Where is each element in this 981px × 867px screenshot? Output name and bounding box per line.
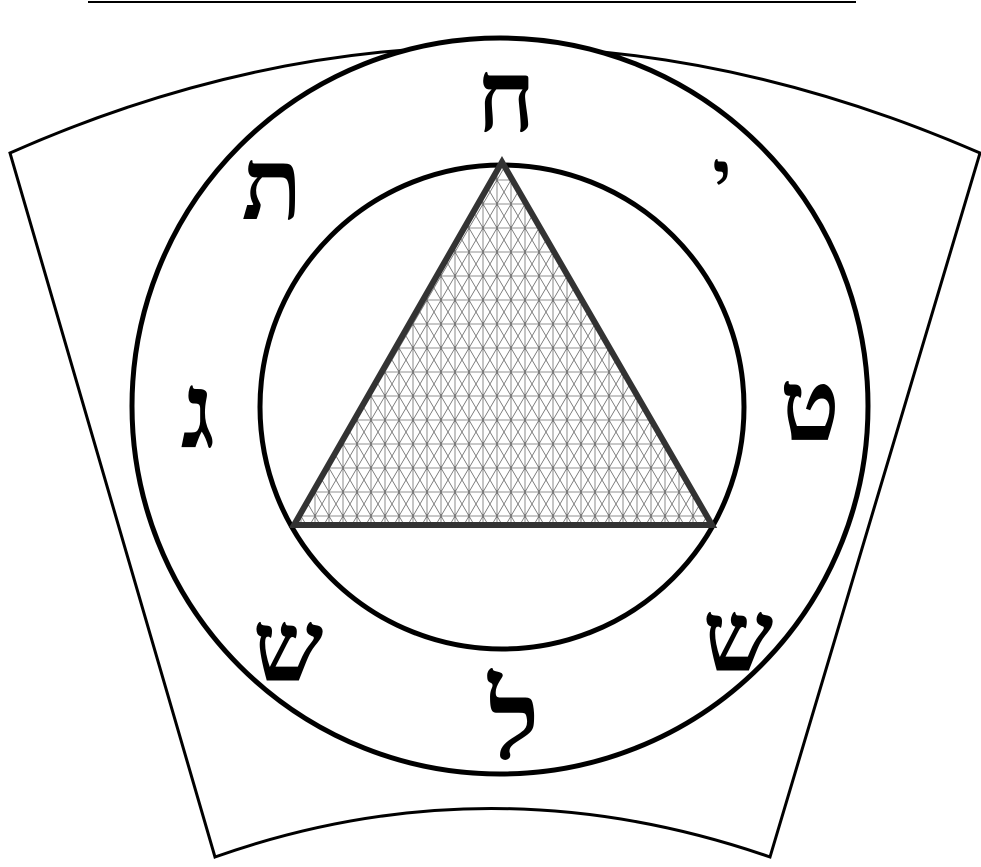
ring-letter-lower-left: ש: [253, 587, 324, 705]
ring-letter-upper-right: י: [713, 134, 732, 219]
ring-letter-lower-right: ש: [703, 577, 774, 695]
ring-letter-bottom: ל: [486, 656, 539, 785]
ring-letter-left: ג: [181, 348, 216, 472]
ring-letter-top: ח: [476, 37, 535, 155]
ring-letter-right: ט: [780, 346, 840, 464]
ring-letter-upper-left: ת: [242, 125, 303, 243]
